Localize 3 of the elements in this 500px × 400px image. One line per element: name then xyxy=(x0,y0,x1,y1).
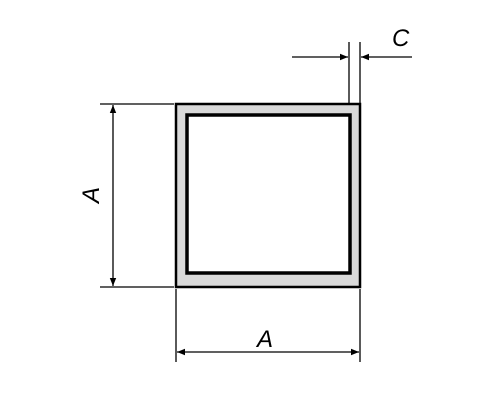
dimension-label: C xyxy=(392,27,410,51)
dimension-label: A xyxy=(80,187,104,203)
dimension-label: A xyxy=(257,328,274,352)
